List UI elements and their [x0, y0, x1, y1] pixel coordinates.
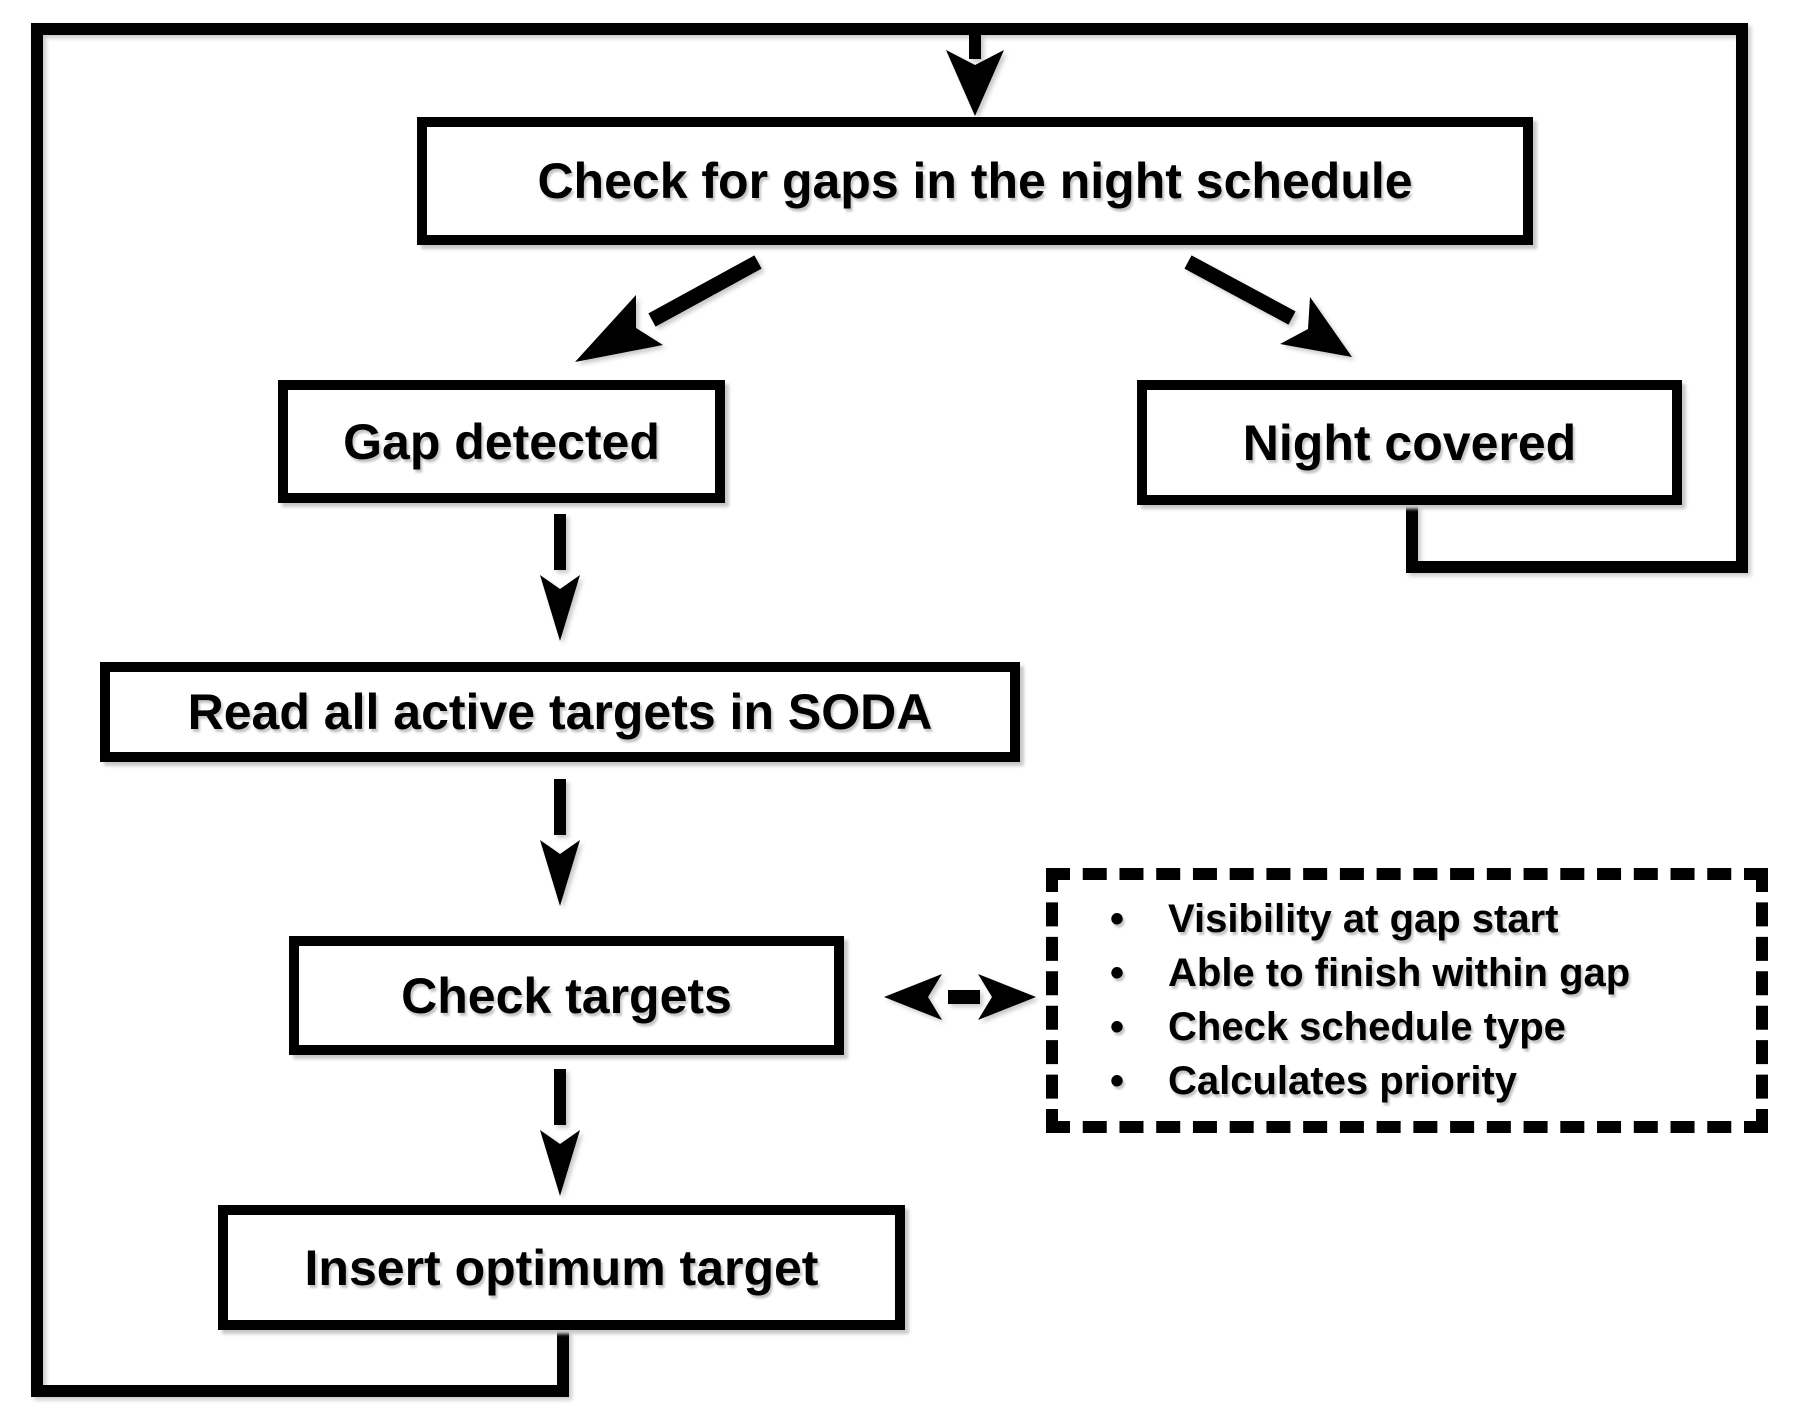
loop-to-check-gaps-arrow — [946, 29, 1004, 116]
criteria-item-label: Visibility at gap start — [1168, 896, 1559, 941]
gap-detected-arrow — [575, 255, 762, 362]
night-covered-arrow — [1184, 255, 1352, 357]
check-criteria-double-arrow — [884, 974, 1036, 1020]
node-check-gaps-label: Check for gaps in the night schedule — [537, 153, 1413, 209]
bullet-icon: • — [1110, 1058, 1125, 1103]
node-insert-target-label: Insert optimum target — [304, 1239, 819, 1296]
criteria-box: • Visibility at gap start • Able to fini… — [1046, 868, 1768, 1133]
criteria-item-label: Check schedule type — [1168, 1004, 1566, 1049]
criteria-item: • Visibility at gap start — [1104, 892, 1746, 946]
criteria-item: • Calculates priority — [1104, 1054, 1746, 1108]
bullet-icon: • — [1110, 896, 1125, 941]
node-gap-detected: Gap detected — [278, 380, 725, 503]
node-read-targets: Read all active targets in SODA — [100, 662, 1020, 762]
gap-to-read-arrow — [540, 514, 580, 641]
node-check-targets: Check targets — [289, 936, 844, 1055]
node-night-covered-label: Night covered — [1242, 414, 1577, 471]
node-read-targets-label: Read all active targets in SODA — [187, 684, 933, 740]
node-night-covered: Night covered — [1137, 380, 1682, 505]
node-check-gaps: Check for gaps in the night schedule — [417, 117, 1533, 245]
node-insert-target: Insert optimum target — [218, 1205, 905, 1330]
criteria-item: • Check schedule type — [1104, 1000, 1746, 1054]
node-gap-detected-label: Gap detected — [343, 413, 660, 470]
bullet-icon: • — [1110, 950, 1125, 995]
criteria-item: • Able to finish within gap — [1104, 946, 1746, 1000]
main-loop — [31, 23, 1748, 1397]
read-to-check-arrow — [540, 779, 580, 906]
criteria-item-label: Calculates priority — [1168, 1058, 1518, 1103]
check-to-insert-arrow — [540, 1069, 580, 1196]
bullet-icon: • — [1110, 1004, 1125, 1049]
criteria-item-label: Able to finish within gap — [1168, 950, 1631, 995]
node-check-targets-label: Check targets — [401, 967, 732, 1024]
